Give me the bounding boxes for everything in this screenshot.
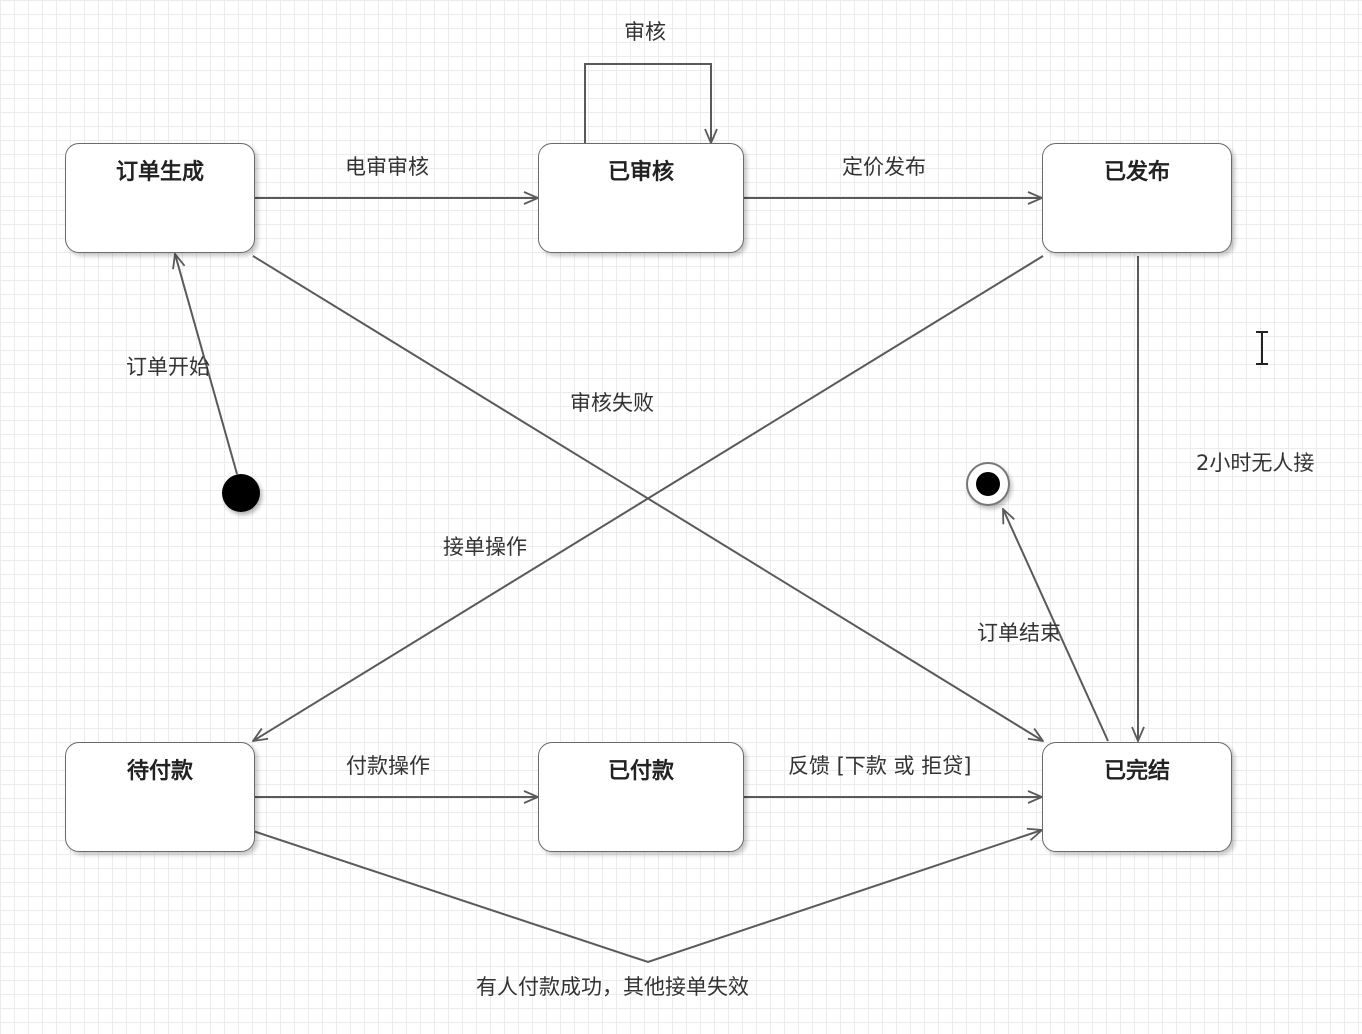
someone-paid-transition <box>252 830 1042 964</box>
text-cursor-icon <box>1256 331 1268 365</box>
label-e-review[interactable]: 电审审核 <box>345 155 429 179</box>
state-name: 已审核 <box>607 160 674 185</box>
label-payment-operation[interactable]: 付款操作 <box>346 754 430 778</box>
label-price-publish[interactable]: 定价发布 <box>842 155 926 179</box>
state-order-created[interactable]: 订单生成 <box>65 143 255 253</box>
order-start-transition <box>175 254 238 475</box>
label-accept-order[interactable]: 接单操作 <box>443 535 527 559</box>
label-someone-paid[interactable]: 有人付款成功，其他接单失效 <box>476 975 749 999</box>
label-no-accept-2h[interactable]: 2小时无人接 <box>1196 451 1315 475</box>
state-reviewed[interactable]: 已审核 <box>538 143 744 253</box>
state-name: 待付款 <box>126 759 193 784</box>
state-name: 已完结 <box>1103 759 1170 784</box>
label-review-failed[interactable]: 审核失败 <box>570 391 654 415</box>
accept-order-transition <box>253 255 1044 741</box>
self-review-loop <box>584 63 711 143</box>
final-state-icon[interactable] <box>966 462 1010 506</box>
label-feedback[interactable]: 反馈 [下款 或 拒贷] <box>788 754 972 778</box>
label-order-start[interactable]: 订单开始 <box>126 355 210 379</box>
initial-state-icon[interactable] <box>222 474 260 512</box>
label-self-review[interactable]: 审核 <box>624 20 666 44</box>
label-order-end[interactable]: 订单结束 <box>977 621 1061 645</box>
order-end-transition <box>1003 509 1109 742</box>
final-state-dot <box>976 472 1000 496</box>
state-name: 订单生成 <box>115 160 204 185</box>
state-published[interactable]: 已发布 <box>1042 143 1232 253</box>
state-completed[interactable]: 已完结 <box>1042 742 1232 852</box>
state-paid[interactable]: 已付款 <box>538 742 744 852</box>
state-pending-payment[interactable]: 待付款 <box>65 742 255 852</box>
state-name: 已付款 <box>607 759 674 784</box>
state-name: 已发布 <box>1103 160 1170 185</box>
